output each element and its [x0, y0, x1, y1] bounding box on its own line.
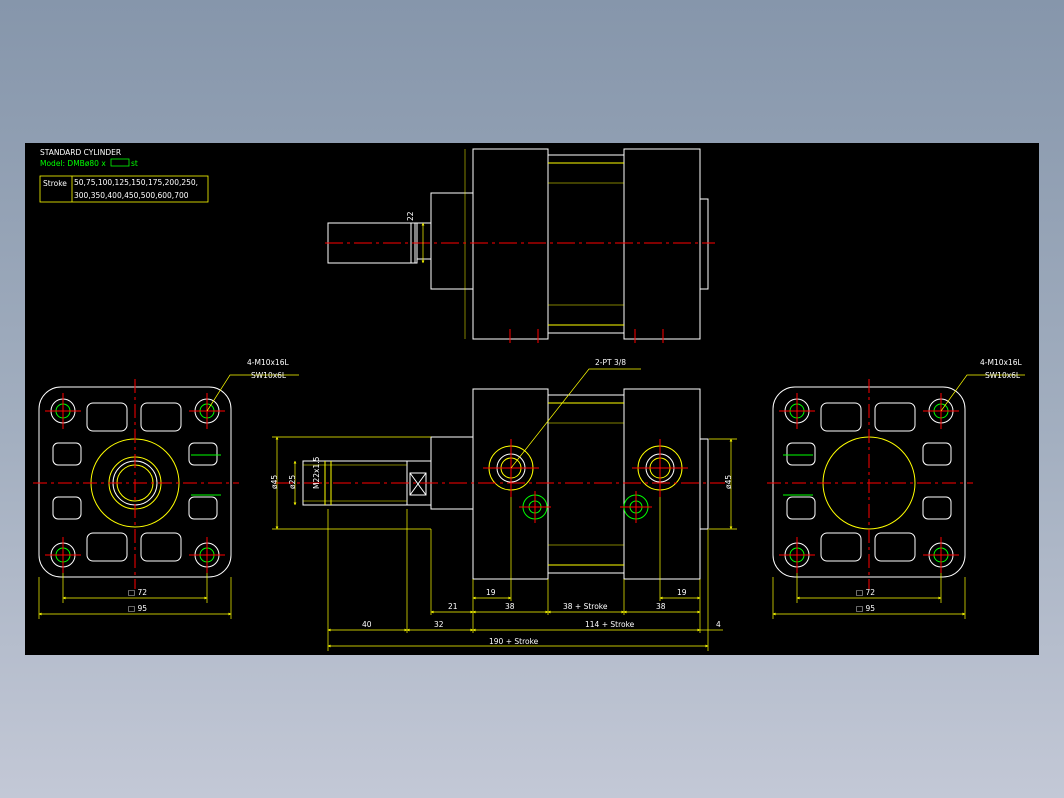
model-suffix: st	[131, 159, 138, 168]
dim-32: 32	[434, 620, 444, 629]
stroke-label: Stroke	[43, 179, 67, 188]
stroke-table: Stroke 50,75,100,125,150,175,200,250, 30…	[39, 175, 209, 203]
port-callout: 2-PT 3/8	[595, 358, 626, 367]
cylinder-drawing: STANDARD CYLINDER Model: DMBø80 x st Str…	[33, 148, 1025, 651]
dim-21: 21	[448, 602, 458, 611]
right-end-view	[767, 374, 1025, 619]
left-mount-spec-2: SW10x6L	[251, 371, 287, 380]
dim-19-right: 19	[677, 588, 687, 597]
dim-114-stroke: 114 + Stroke	[585, 620, 635, 629]
drawing-title: STANDARD CYLINDER	[40, 148, 121, 157]
dim-19-left: 19	[486, 588, 496, 597]
dim-38-left: 38	[505, 602, 515, 611]
dim-38-stroke: 38 + Stroke	[563, 602, 608, 611]
dim-rod-22: 22	[406, 211, 415, 221]
dim-rod-dia: ø25	[288, 475, 297, 489]
dim-boss-dia: ø45	[270, 475, 279, 489]
front-view	[272, 368, 737, 651]
right-mount-spec-1: 4-M10x16L	[980, 358, 1022, 367]
title-block: STANDARD CYLINDER Model: DMBø80 x st Str…	[39, 148, 209, 203]
dim-190-stroke: 190 + Stroke	[489, 637, 539, 646]
right-bolt-square: □ 72	[856, 588, 875, 597]
model-label: Model: DMBø80 x	[40, 159, 106, 168]
left-body-square: □ 95	[128, 604, 147, 613]
left-end-view	[33, 374, 299, 619]
dim-38-right: 38	[656, 602, 666, 611]
left-mount-spec-1: 4-M10x16L	[247, 358, 289, 367]
cad-drawing-canvas[interactable]: STANDARD CYLINDER Model: DMBø80 x st Str…	[25, 143, 1039, 655]
dim-40: 40	[362, 620, 372, 629]
dim-rod-thread: M22x1.5	[312, 456, 321, 489]
right-mount-spec-2: SW10x6L	[985, 371, 1021, 380]
dim-4: 4	[716, 620, 721, 629]
right-body-square: □ 95	[856, 604, 875, 613]
stroke-row-2: 300,350,400,450,500,600,700	[74, 191, 189, 200]
left-bolt-square: □ 72	[128, 588, 147, 597]
model-input-box	[110, 158, 130, 167]
top-view	[325, 148, 715, 343]
dim-rear-boss: ø45	[724, 475, 733, 489]
stroke-row-1: 50,75,100,125,150,175,200,250,	[74, 178, 198, 187]
